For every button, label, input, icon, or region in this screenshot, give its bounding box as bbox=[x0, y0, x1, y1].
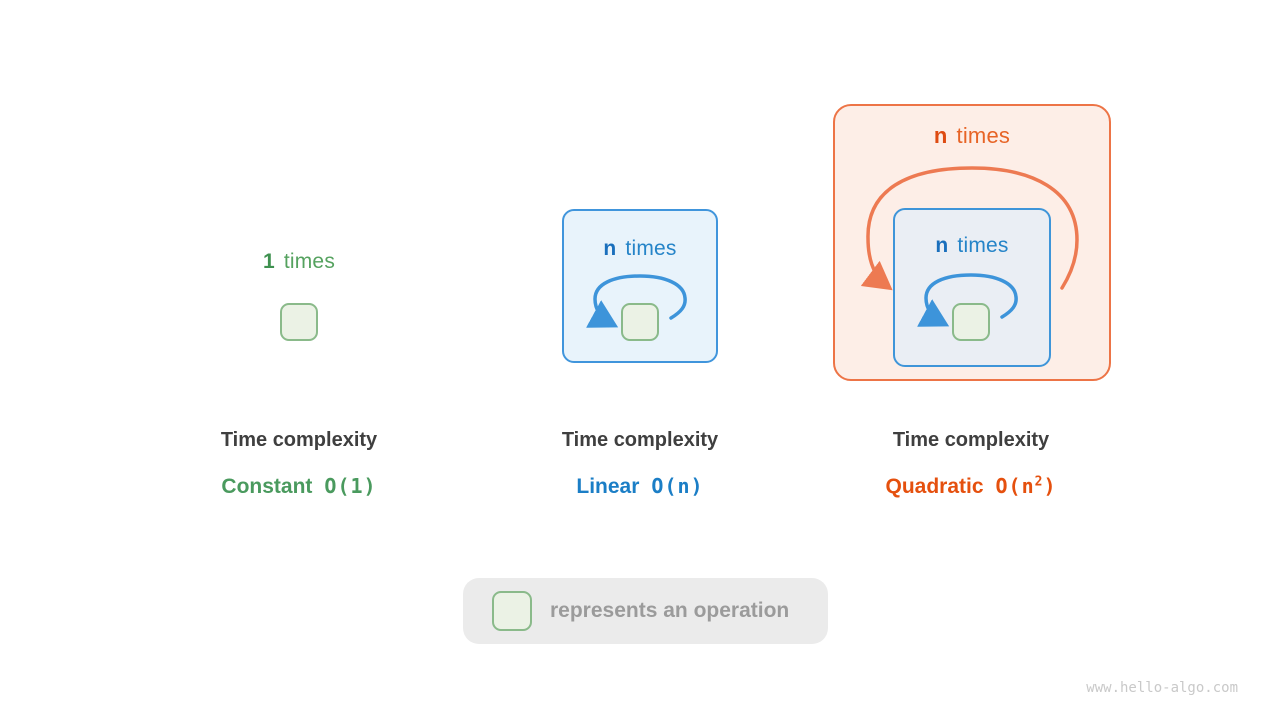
quadratic-title: Time complexity bbox=[892, 429, 1050, 451]
operation-box-quadratic bbox=[952, 303, 990, 341]
constant-name: Constant bbox=[221, 475, 313, 498]
linear-value: Linear O(n) bbox=[510, 474, 770, 499]
constant-count: 1 bbox=[262, 250, 275, 273]
quadratic-value: Quadratic O(n2) bbox=[841, 474, 1101, 499]
quadratic-name: Quadratic bbox=[885, 475, 984, 498]
operation-box-linear bbox=[621, 303, 659, 341]
quadratic-inner-count: n bbox=[935, 234, 949, 257]
linear-count: n bbox=[603, 237, 617, 260]
quadratic-outer-count: n bbox=[933, 123, 948, 148]
quadratic-inner-count-word: times bbox=[957, 234, 1009, 257]
constant-count-label: 1 times bbox=[199, 250, 399, 274]
legend-text: represents an operation bbox=[550, 599, 790, 622]
constant-title: Time complexity bbox=[220, 429, 378, 451]
constant-big-o: O(1) bbox=[324, 474, 377, 498]
linear-count-word: times bbox=[625, 237, 677, 260]
quadratic-inner-loop-container bbox=[893, 208, 1051, 367]
linear-big-o: O(n) bbox=[651, 474, 704, 498]
linear-name: Linear bbox=[576, 475, 640, 498]
watermark: www.hello-algo.com bbox=[1086, 680, 1238, 696]
operation-box-constant bbox=[280, 303, 318, 341]
operation-box-icon bbox=[492, 591, 532, 631]
linear-title: Time complexity bbox=[561, 429, 719, 451]
constant-count-word: times bbox=[283, 250, 336, 273]
constant-value: Constant O(1) bbox=[169, 474, 429, 499]
legend: represents an operation bbox=[463, 578, 828, 644]
quadratic-outer-count-word: times bbox=[956, 123, 1011, 148]
quadratic-big-o: O(n2) bbox=[995, 474, 1057, 498]
